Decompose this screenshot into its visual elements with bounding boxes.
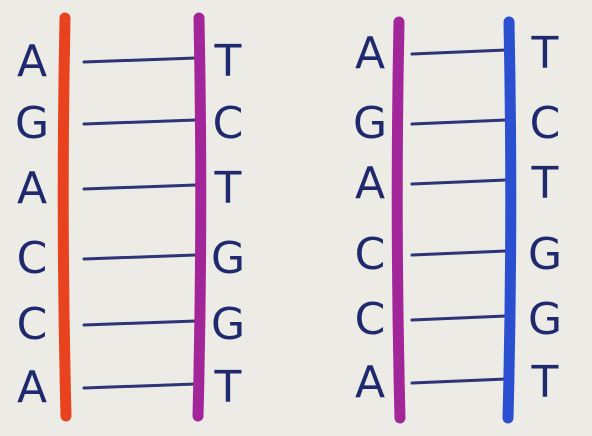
left-base-letter: C <box>17 299 48 350</box>
left-base-letter: A <box>355 28 385 79</box>
right-base-letter: T <box>531 357 559 408</box>
right-base-letter: G <box>211 233 245 284</box>
base-pair-rung <box>410 314 508 322</box>
base-pair-rung <box>82 319 198 327</box>
left-backbone-strand <box>57 12 72 422</box>
left-base-letter: A <box>17 36 47 87</box>
left-backbone-strand <box>391 16 406 424</box>
left-base-letter: C <box>355 229 386 280</box>
left-base-letter: A <box>355 158 385 209</box>
left-base-letter: A <box>17 163 47 214</box>
left-base-letter: C <box>355 294 386 345</box>
right-backbone-strand <box>502 16 517 424</box>
base-pair-rung <box>82 253 198 261</box>
base-pair-rung <box>410 249 508 257</box>
base-pair-rung <box>410 48 508 56</box>
right-base-letter: T <box>531 158 559 209</box>
right-base-letter: G <box>528 294 562 345</box>
base-pair-rung <box>82 118 198 126</box>
right-base-letter: T <box>214 36 242 87</box>
right-base-letter: C <box>530 98 561 149</box>
base-pair-rung <box>82 183 198 191</box>
right-base-letter: G <box>528 229 562 280</box>
base-pair-rung <box>82 56 198 64</box>
base-pair-rung <box>410 178 508 186</box>
base-pair-rung <box>410 377 508 385</box>
left-base-letter: A <box>17 362 47 413</box>
right-base-letter: G <box>211 299 245 350</box>
left-base-letter: C <box>17 233 48 284</box>
base-pair-rung <box>82 382 198 390</box>
right-base-letter: T <box>531 28 559 79</box>
right-base-letter: T <box>214 362 242 413</box>
right-base-letter: C <box>213 98 244 149</box>
left-base-letter: G <box>353 98 387 149</box>
right-base-letter: T <box>214 163 242 214</box>
left-base-letter: A <box>355 357 385 408</box>
left-base-letter: G <box>15 98 49 149</box>
right-backbone-strand <box>192 12 207 422</box>
base-pair-rung <box>410 118 508 126</box>
